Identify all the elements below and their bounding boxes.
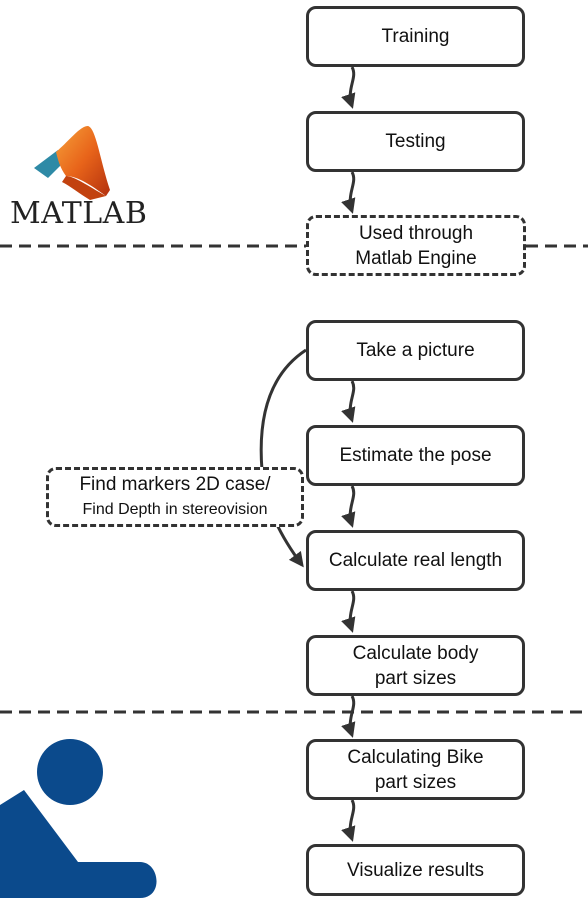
- calc-bike-line-2: part sizes: [374, 771, 457, 793]
- engine-line-2: Matlab Engine: [355, 247, 477, 269]
- step-take-picture-label: Take a picture: [356, 340, 475, 361]
- step-visualize-label: Visualize results: [347, 859, 484, 881]
- step-calc-real-length-label: Calculate real length: [328, 550, 503, 571]
- matlab-wordmark: MATLAB: [10, 196, 148, 231]
- engine-line-1: Used through: [358, 222, 474, 244]
- side-note-markers-depth[interactable]: Find markers 2D case/ Find Depth in ster…: [46, 467, 304, 527]
- calc-bike-line-1: Calculating Bike: [347, 746, 484, 768]
- arrow-picture-pose: [341, 380, 356, 423]
- arrow-pose-length: [341, 485, 356, 528]
- step-testing-label: Testing: [385, 131, 446, 152]
- calc-body-line-1: Calculate body: [352, 642, 479, 664]
- arrow-training-testing: [341, 66, 356, 109]
- step-training[interactable]: Training: [306, 6, 525, 67]
- step-calc-real-length[interactable]: Calculate real length: [306, 530, 525, 591]
- arrow-bike-visualize: [341, 799, 356, 842]
- step-estimate-pose[interactable]: Estimate the pose: [306, 425, 525, 486]
- step-estimate-pose-label: Estimate the pose: [339, 445, 492, 466]
- arrow-length-body: [341, 590, 356, 633]
- calc-body-line-2: part sizes: [374, 667, 457, 689]
- arrow-picture-to-length-curved: [259, 348, 307, 568]
- arrow-body-bike: [341, 695, 356, 738]
- matlab-logo-icon: [34, 126, 110, 200]
- side-note-line-1: Find markers 2D case/: [79, 474, 271, 495]
- step-take-picture[interactable]: Take a picture: [306, 320, 525, 381]
- step-matlab-engine[interactable]: Used through Matlab Engine: [306, 215, 526, 276]
- cyclist-figure-icon: [0, 739, 157, 898]
- step-visualize[interactable]: Visualize results: [306, 844, 525, 896]
- step-calc-bike[interactable]: Calculating Bike part sizes: [306, 739, 525, 800]
- step-calc-body[interactable]: Calculate body part sizes: [306, 635, 525, 696]
- side-note-line-2: Find Depth in stereovision: [82, 501, 268, 518]
- arrow-testing-engine: [341, 171, 356, 214]
- step-training-label: Training: [381, 26, 450, 47]
- step-testing[interactable]: Testing: [306, 111, 525, 172]
